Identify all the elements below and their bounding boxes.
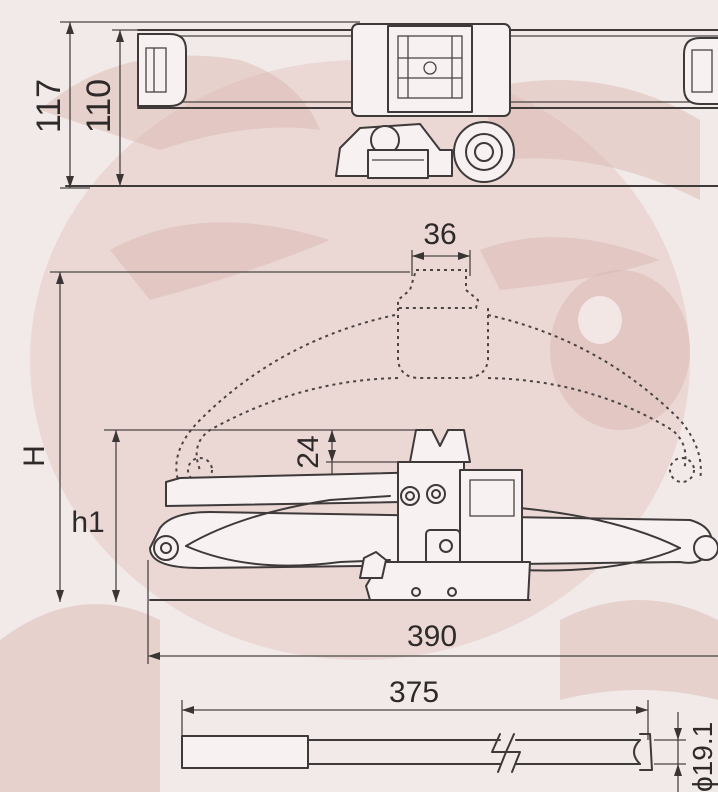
dim-diameter-group: ϕ19.1 — [654, 712, 718, 792]
raised-position-outline — [175, 269, 702, 483]
dim-36-label: 36 — [423, 218, 456, 251]
dim-110-group: 110 — [80, 29, 140, 186]
dim-390-label: 390 — [407, 620, 457, 653]
dim-h1-group: h1 — [71, 429, 420, 602]
dim-375-label: 375 — [389, 676, 439, 709]
lowered-jack-body — [149, 429, 718, 601]
dim-36-group: 36 — [411, 218, 471, 276]
dim-117-label: 117 — [30, 79, 68, 133]
dim-H-group: H — [18, 271, 410, 602]
dim-117-group: 117 — [30, 21, 360, 189]
dim-24-group: 24 — [292, 430, 410, 474]
jack-handle — [181, 733, 653, 773]
dim-H-label: H — [18, 445, 51, 467]
dim-h1-label: h1 — [71, 506, 104, 539]
dim-diameter-label: ϕ19.1 — [687, 722, 718, 792]
background-mascot-watermark — [0, 55, 718, 792]
dim-110-label: 110 — [80, 79, 118, 133]
top-view — [65, 23, 718, 187]
dim-24-label: 24 — [292, 435, 325, 468]
dim-375-group: 375 — [181, 676, 649, 740]
dim-390-group: 390 — [147, 560, 718, 664]
